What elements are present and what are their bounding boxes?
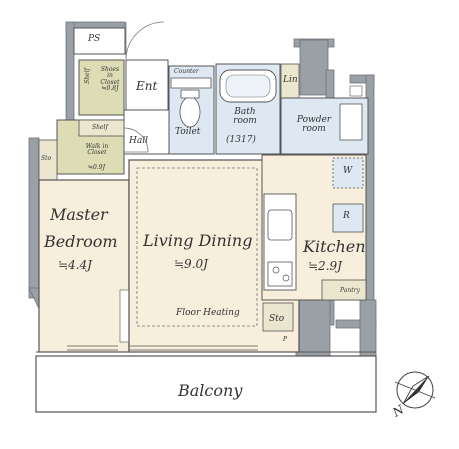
ps-area	[73, 27, 126, 55]
shoes-closet-label: Shoes in Closet ≒0.8J	[100, 66, 120, 92]
living-dining-size: ≒9.0J	[174, 257, 208, 271]
walk-in-closet-label: Walk in Closet	[85, 143, 109, 157]
shelf-vertical-label: Shelf	[83, 68, 91, 84]
balcony-area	[35, 351, 377, 413]
shoes-closet-area	[78, 59, 125, 116]
washbasin	[339, 103, 363, 141]
toilet-label: Toilet	[175, 127, 201, 137]
toilet-tank	[180, 89, 200, 99]
shelf-label: Shelf	[92, 124, 108, 131]
balcony-label: Balcony	[178, 381, 243, 400]
master-bedroom-title-1: Master	[50, 205, 108, 224]
hall-floor	[123, 109, 170, 155]
bath-size-label: (1317)	[226, 135, 256, 145]
hall-door-swing	[123, 127, 149, 153]
windows	[67, 345, 258, 351]
kitchen-sink	[267, 209, 293, 241]
kitchen-cooktop	[267, 261, 293, 287]
walk-in-closet-size: ≒0.9J	[88, 164, 105, 171]
fridge-label: R	[343, 211, 350, 221]
washer-space	[332, 157, 364, 189]
storage-bottom	[262, 302, 294, 332]
pantry-area	[321, 279, 367, 301]
master-bedroom-title-2: Bedroom	[44, 232, 118, 251]
north-compass	[394, 371, 436, 409]
floor-heating-label: Floor Heating	[176, 308, 240, 318]
ps-label: PS	[88, 34, 101, 44]
shelf-strip	[78, 119, 125, 137]
washer-label: W	[343, 166, 353, 176]
p-label: P	[283, 336, 288, 343]
storage-left-label: Sto	[41, 155, 52, 162]
entrance-door-swing	[125, 21, 165, 61]
linen-label: Lin	[283, 75, 298, 85]
kitchen-title: Kitchen	[303, 237, 366, 256]
powder-room-label: Powder room	[296, 115, 332, 135]
bath-room-label: Bath room	[233, 107, 257, 127]
pantry-label: Pantry	[340, 287, 360, 294]
entrance-floor	[125, 59, 169, 111]
living-dining-title: Living Dining	[143, 231, 253, 250]
counter-box	[170, 77, 212, 89]
floor-heating-zone	[136, 167, 258, 327]
storage-bottom-label: Sto	[269, 314, 285, 324]
fridge-space	[332, 203, 364, 233]
entrance-label: Ent	[136, 79, 158, 93]
toilet-fixture	[179, 96, 201, 128]
master-bedroom-size: ≒4.4J	[58, 258, 92, 272]
hall-label: Hall	[129, 136, 148, 146]
counter-label: Counter	[174, 68, 199, 75]
kitchen-size: ≒2.9J	[308, 259, 342, 273]
